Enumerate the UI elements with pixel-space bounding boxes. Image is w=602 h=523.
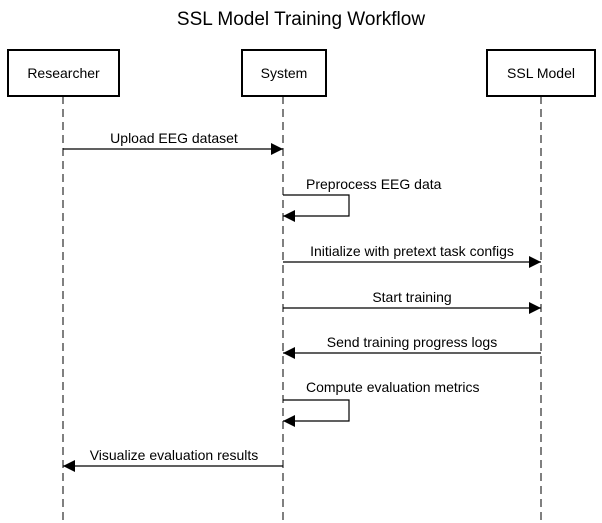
actor-system: System (241, 49, 327, 97)
message-initialize-pretext-configs: Initialize with pretext task configs (283, 243, 541, 268)
message-compute-evaluation-metrics: Compute evaluation metrics (283, 379, 480, 427)
message-label: Send training progress logs (327, 334, 497, 350)
actor-ssl-model-label: SSL Model (507, 65, 575, 81)
diagram-title: SSL Model Training Workflow (177, 9, 425, 30)
actor-system-label: System (261, 65, 308, 81)
message-visualize-evaluation-results: Visualize evaluation results (63, 447, 283, 472)
message-training-progress-logs: Send training progress logs (283, 334, 541, 359)
message-label: Visualize evaluation results (90, 447, 259, 463)
message-start-training: Start training (283, 289, 541, 314)
message-label: Compute evaluation metrics (306, 379, 480, 395)
message-label: Initialize with pretext task configs (310, 243, 514, 259)
message-label: Preprocess EEG data (306, 176, 442, 192)
actor-researcher-label: Researcher (27, 65, 100, 81)
message-label: Start training (372, 289, 451, 305)
message-label: Upload EEG dataset (110, 130, 238, 146)
actor-ssl-model: SSL Model (486, 49, 596, 97)
actor-researcher: Researcher (7, 49, 120, 97)
message-preprocess-eeg-data: Preprocess EEG data (283, 176, 442, 222)
message-upload-eeg-dataset: Upload EEG dataset (63, 130, 283, 155)
